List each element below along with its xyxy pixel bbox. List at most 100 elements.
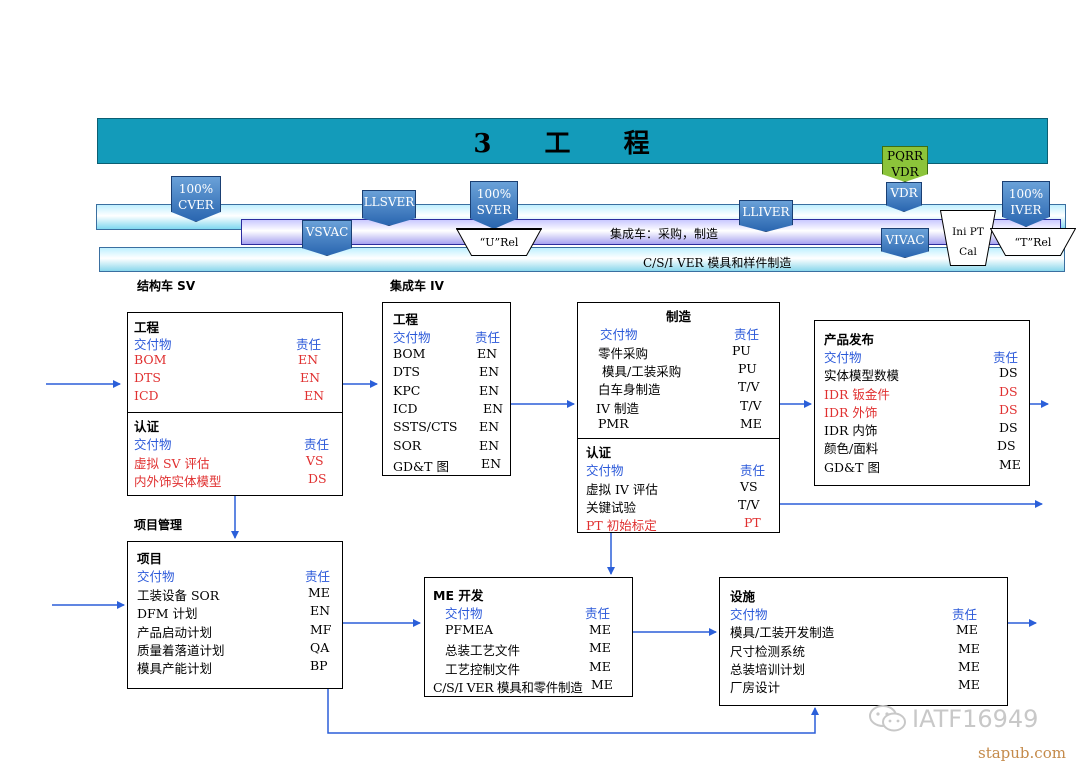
mfg-responsibility-label: 责任: [734, 327, 760, 342]
iv-item-name: GD&T 图: [393, 459, 449, 474]
release-title: 产品发布: [824, 332, 875, 347]
iv-item-owner: EN: [483, 401, 504, 416]
me-item-owner: ME: [589, 640, 611, 655]
iv-item-name: SOR: [393, 438, 422, 453]
iv-item-name: SSTS/CTS: [393, 419, 458, 434]
me-item-name: 工艺控制文件: [445, 662, 521, 677]
iv-item-name: ICD: [393, 401, 418, 416]
iv-item-owner: EN: [481, 456, 502, 471]
milestone-lliver: LLIVER: [739, 200, 793, 232]
iv-deliverables-label: 交付物: [393, 330, 431, 345]
me-deliverables-label: 交付物: [445, 606, 483, 621]
facilities-item-name: 尺寸检测系统: [730, 644, 806, 659]
sv-engineering-title: 工程: [134, 320, 160, 335]
mfg-item-owner: T/V: [740, 398, 762, 413]
iv-engineering-title: 工程: [393, 312, 419, 327]
project-deliverables-label: 交付物: [137, 569, 175, 584]
ini-pt-outline: [940, 210, 996, 266]
mfg-cert-item-name: 虚拟 IV 评估: [586, 482, 658, 497]
milestone-vivac: VIVAC: [881, 228, 929, 258]
release-item-owner: DS: [997, 438, 1016, 453]
release-item-name: GD&T 图: [824, 460, 880, 475]
iv-item-owner: EN: [477, 346, 498, 361]
sv-item-name: BOM: [134, 352, 167, 367]
mfg-cert-item-owner: PT: [744, 515, 761, 530]
sv-cert-item-owner: DS: [308, 471, 327, 486]
timeline-band-integration: 集成车：采购，制造: [241, 219, 1061, 245]
mfg-cert-deliverables-label: 交付物: [586, 463, 624, 478]
release-item-owner: DS: [999, 384, 1018, 399]
release-item-name: IDR 钣金件: [824, 387, 890, 402]
mfg-item-owner: T/V: [738, 379, 760, 394]
facilities-item-name: 模具/工装开发制造: [730, 625, 835, 640]
iv-item-owner: EN: [479, 364, 500, 379]
iv-item-owner: EN: [479, 438, 500, 453]
header-project-management: 项目管理: [134, 518, 183, 532]
release-deliverables-label: 交付物: [824, 350, 862, 365]
box-divider: [578, 438, 779, 439]
sv-cert-item-owner: VS: [306, 453, 324, 468]
project-item-owner: EN: [310, 603, 331, 618]
watermark-wechat: IATF16949: [868, 704, 1038, 734]
project-item-owner: BP: [310, 658, 328, 673]
project-item-name: 模具产能计划: [137, 661, 213, 676]
t-release-outline: [990, 228, 1076, 256]
release-item-name: 实体模型数模: [824, 368, 900, 383]
box-project: 项目 交付物 责任 工装设备 SOR ME DFM 计划 EN 产品启动计划 M…: [127, 541, 343, 689]
sv-item-owner: EN: [298, 352, 319, 367]
mfg-item-name: PMR: [598, 416, 629, 431]
tooling-band-label: C/S/I VER 模具和样件制造: [643, 256, 792, 270]
me-item-owner: ME: [591, 677, 613, 692]
sv-responsibility-label: 责任: [296, 337, 322, 352]
mfg-cert-item-name: PT 初始标定: [586, 518, 657, 533]
section-title: 3 工 程: [473, 128, 672, 159]
mfg-cert-item-owner: T/V: [738, 497, 760, 512]
mfg-item-name: IV 制造: [596, 401, 639, 416]
me-item-name: C/S/I VER 模具和零件制造: [433, 680, 583, 695]
milestone-u-release: “U”Rel: [456, 229, 542, 255]
project-item-owner: QA: [310, 640, 330, 655]
watermark-site: stapub.com: [978, 744, 1066, 762]
iv-item-name: BOM: [393, 346, 426, 361]
integration-band-label: 集成车：采购，制造: [610, 227, 719, 241]
project-responsibility-label: 责任: [305, 569, 331, 584]
project-item-name: 质量着落道计划: [137, 643, 225, 658]
facilities-item-name: 厂房设计: [730, 680, 781, 695]
milestone-sver: 100% SVER: [470, 181, 518, 229]
facilities-item-owner: ME: [958, 677, 980, 692]
sv-deliverables-label: 交付物: [134, 337, 172, 352]
mfg-title: 制造: [666, 309, 692, 324]
sv-cert-item-name: 虚拟 SV 评估: [134, 456, 210, 471]
mfg-item-owner: PU: [732, 343, 751, 358]
iv-item-owner: EN: [479, 419, 500, 434]
me-item-name: 总装工艺文件: [445, 643, 521, 658]
watermark-wechat-text: IATF16949: [912, 705, 1039, 733]
mfg-item-owner: ME: [740, 416, 762, 431]
release-item-name: IDR 外饰: [824, 405, 878, 420]
facilities-deliverables-label: 交付物: [730, 607, 768, 622]
me-item-owner: ME: [589, 659, 611, 674]
sv-cert-responsibility-label: 责任: [304, 437, 330, 452]
facilities-title: 设施: [730, 589, 756, 604]
project-item-owner: MF: [310, 622, 332, 637]
release-item-name: IDR 内饰: [824, 423, 878, 438]
section-title-bar: 3 工 程: [97, 118, 1048, 164]
sv-cert-deliverables-label: 交付物: [134, 437, 172, 452]
u-release-outline: [456, 228, 542, 256]
me-item-name: PFMEA: [445, 622, 494, 637]
box-me-development: ME 开发 交付物 责任 PFMEA ME 总装工艺文件 ME 工艺控制文件 M…: [424, 577, 633, 697]
me-responsibility-label: 责任: [585, 606, 611, 621]
iv-item-name: DTS: [393, 364, 420, 379]
milestone-llsver: LLSVER: [362, 190, 416, 226]
milestone-pqrr: PQRR VDR: [882, 146, 928, 182]
release-item-owner: DS: [999, 365, 1018, 380]
box-manufacturing: 制造 交付物 责任 零件采购 PU 模具/工装采购 PU 白车身制造 T/V I…: [577, 302, 780, 533]
box-structural-vehicle: 工程 交付物 责任 BOM EN DTS EN ICD EN 认证 交付物 责任…: [127, 312, 343, 496]
sv-item-name: DTS: [134, 370, 161, 385]
header-structural-vehicle: 结构车 SV: [137, 279, 196, 293]
box-iv-engineering: 工程 交付物 责任 BOM EN DTS EN KPC EN ICD EN SS…: [382, 302, 511, 476]
release-item-owner: DS: [999, 420, 1018, 435]
mfg-item-owner: PU: [738, 361, 757, 376]
milestone-vdr: VDR: [886, 182, 922, 212]
sv-item-name: ICD: [134, 388, 159, 403]
